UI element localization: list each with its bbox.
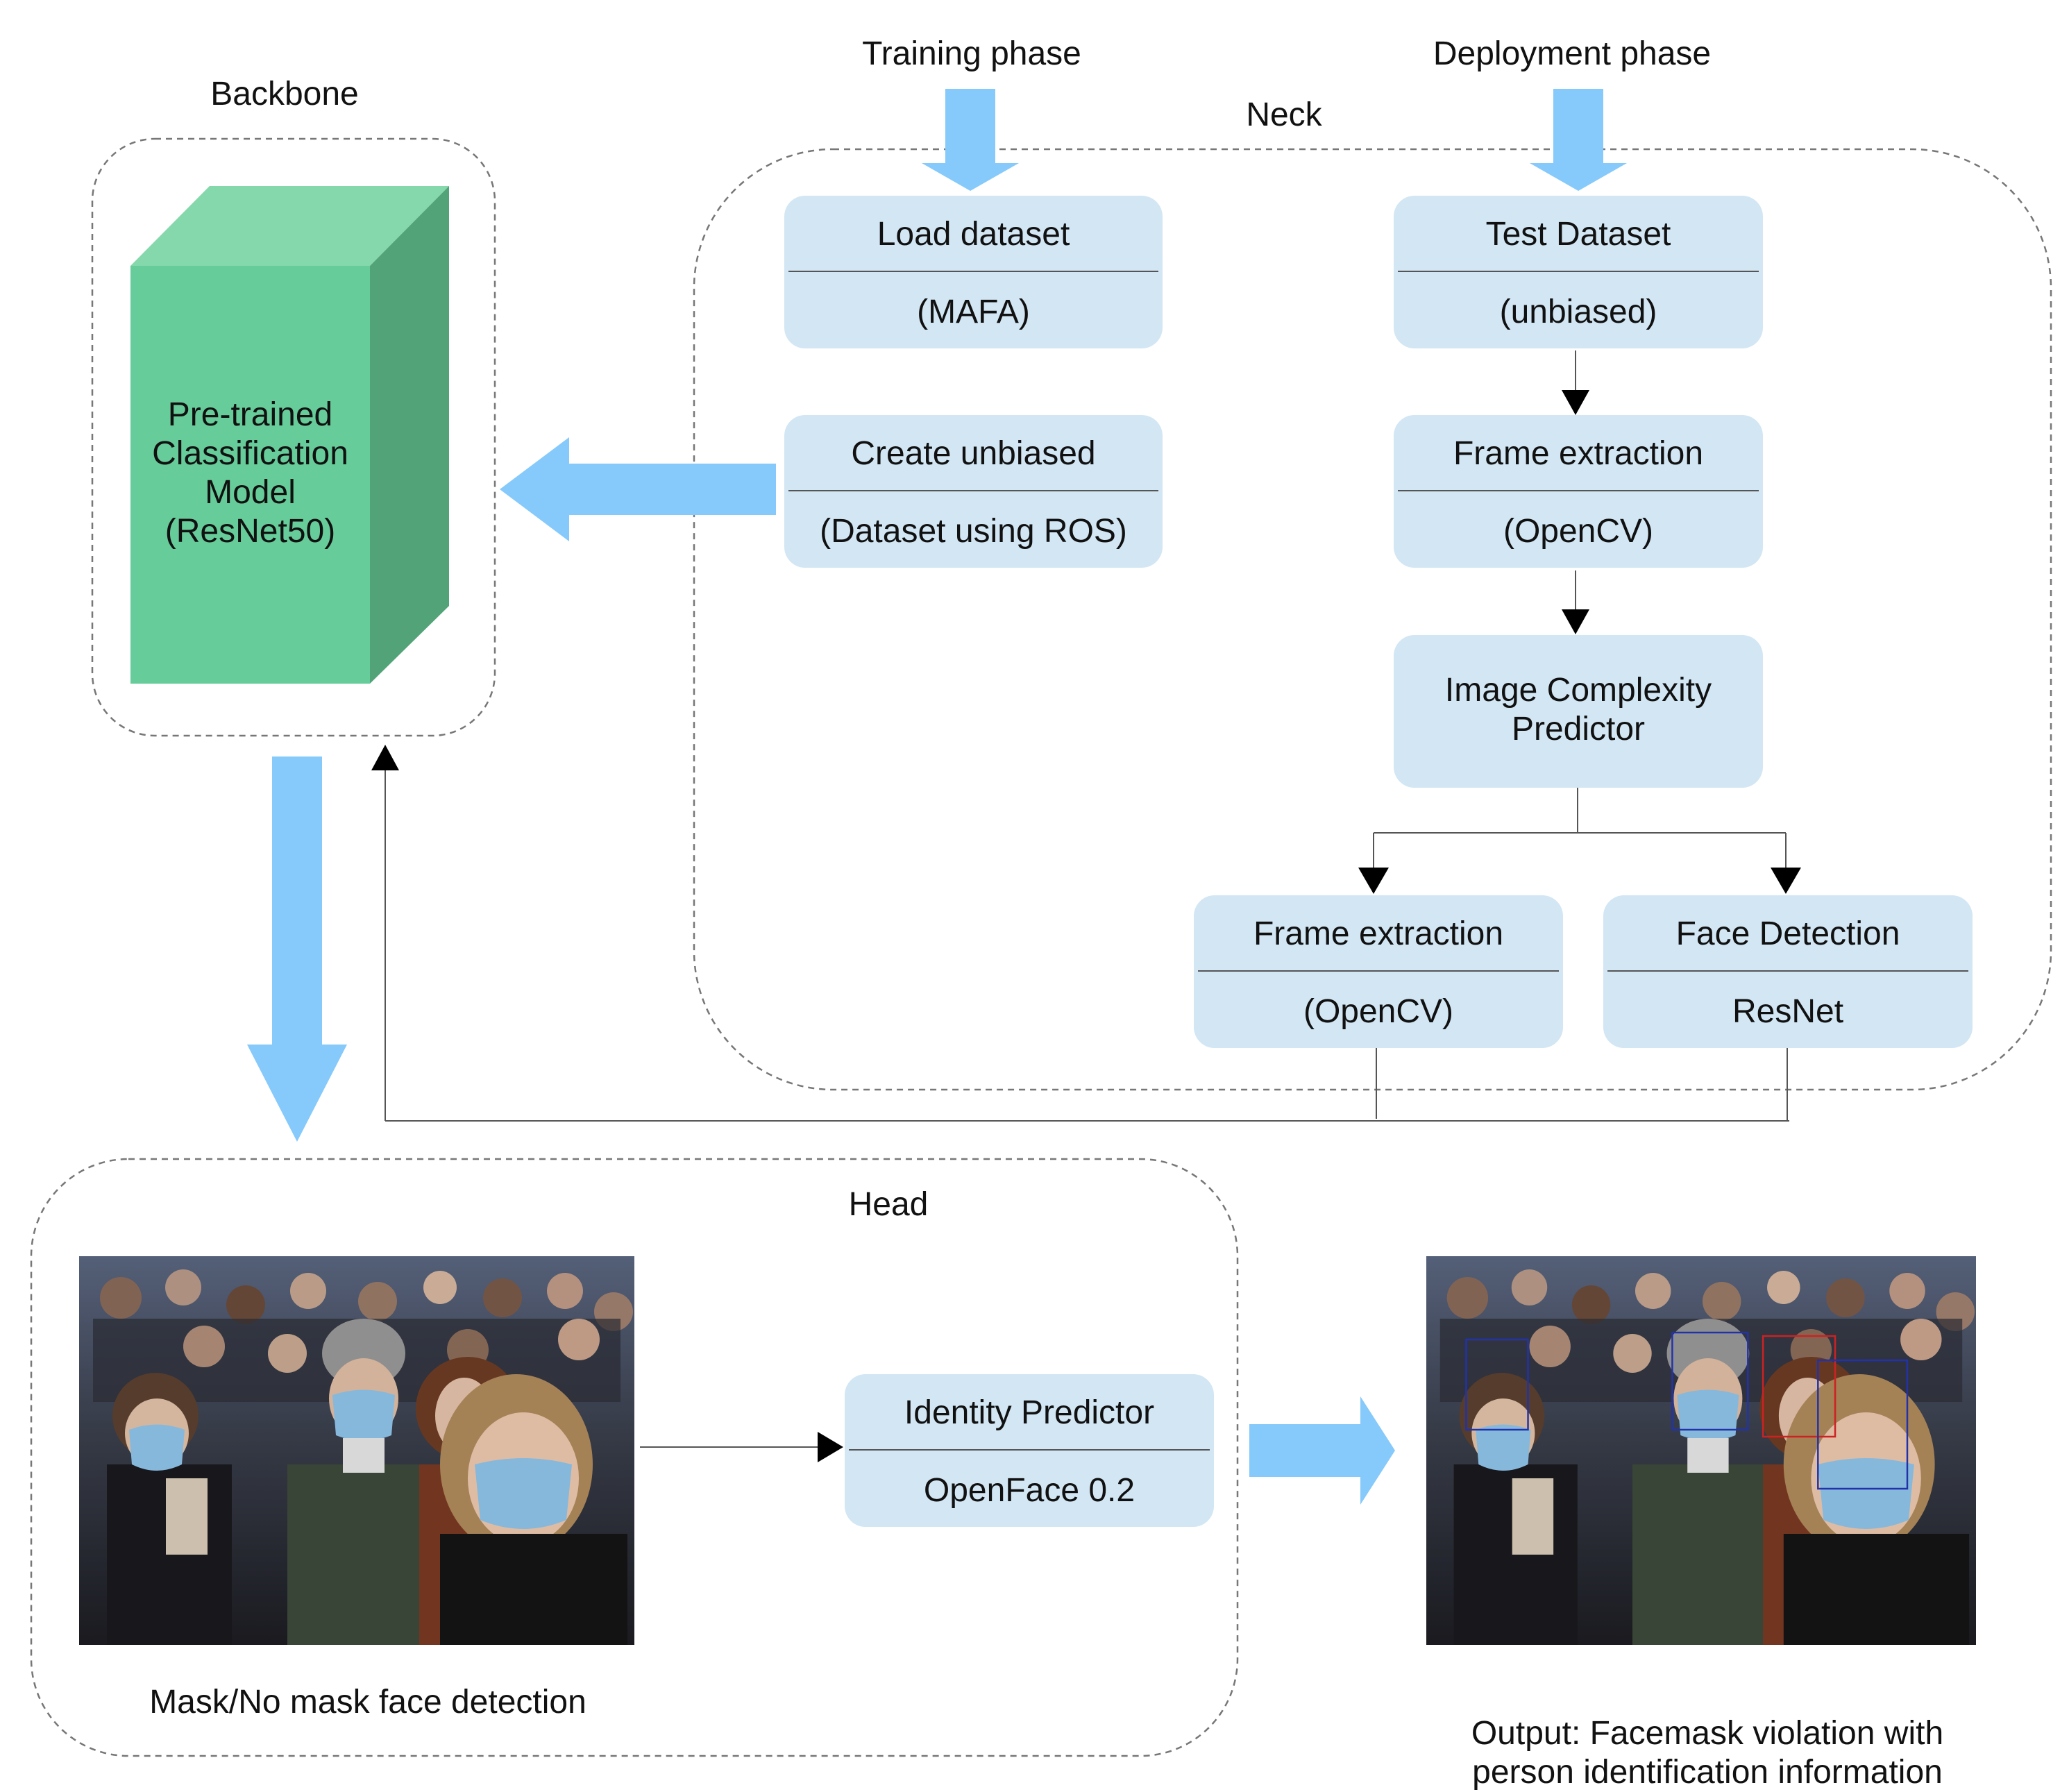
identity-predictor-divider [849,1449,1210,1451]
load-dataset-title: Load dataset [877,216,1070,253]
arrowhead-split-right [1771,868,1801,894]
identity-predictor-subtitle: OpenFace 0.2 [923,1472,1135,1509]
arrowhead-input-to-identity [818,1432,843,1462]
output-caption-line2: person identification information [1472,1754,1943,1791]
cube-front-face [130,266,370,684]
load-dataset-box: Load dataset (MAFA) [784,196,1163,348]
cube-top-face [130,186,449,266]
create-unbiased-divider [788,490,1158,491]
cube-side-face [370,186,449,684]
image-complexity-box: Image Complexity Predictor [1394,635,1763,788]
detection-box-4 [1817,1359,1909,1490]
arrowhead-frame-to-complexity [1562,609,1589,634]
identity-predictor-title: Identity Predictor [904,1394,1155,1431]
image-complexity-line2: Predictor [1511,711,1646,747]
training-down-arrow [922,89,1019,191]
frame-extraction-2-title: Frame extraction [1253,915,1504,952]
backbone-model-label: Pre-trained Classification Model (ResNet… [130,396,370,551]
to-backbone-left-arrow [500,437,776,541]
output-caption: Output: Facemask violation with person i… [1447,1714,1968,1792]
backbone-model-line3: Model [205,474,296,511]
arrowhead-split-left [1358,868,1389,894]
output-crowd-image [1426,1256,1976,1645]
output-caption-line1: Output: Facemask violation with [1471,1715,1944,1752]
load-dataset-divider [788,271,1158,272]
deployment-phase-label: Deployment phase [1433,35,1712,72]
to-output-right-arrow [1249,1396,1395,1505]
detection-box-3 [1762,1335,1836,1438]
create-unbiased-title: Create unbiased [851,435,1096,472]
frame-extraction-box-2: Frame extraction (OpenCV) [1194,895,1563,1048]
arrowhead-feedback-up [371,745,399,770]
identity-predictor-box: Identity Predictor OpenFace 0.2 [845,1374,1214,1527]
image-complexity-line1: Image Complexity [1444,672,1712,709]
test-dataset-box: Test Dataset (unbiased) [1394,196,1763,348]
deployment-down-arrow [1530,89,1627,191]
frame-extraction-2-subtitle: (OpenCV) [1303,993,1454,1030]
detection-box-2 [1671,1331,1749,1431]
create-unbiased-subtitle: (Dataset using ROS) [820,513,1127,550]
backbone-to-head-down-arrow [247,756,347,1142]
test-dataset-divider [1398,271,1759,272]
test-dataset-subtitle: (unbiased) [1499,294,1657,330]
create-unbiased-box: Create unbiased (Dataset using ROS) [784,415,1163,568]
frame-extraction-1-divider [1398,490,1759,491]
backbone-model-line1: Pre-trained [167,396,333,433]
face-detection-box: Face Detection ResNet [1603,895,1973,1048]
input-caption: Mask/No mask face detection [149,1684,586,1721]
backbone-model-line2: Classification [152,435,348,472]
test-dataset-title: Test Dataset [1485,216,1671,253]
face-detection-title: Face Detection [1675,915,1900,952]
input-crowd-image [79,1256,634,1645]
frame-extraction-box-1: Frame extraction (OpenCV) [1394,415,1763,568]
face-detection-divider [1607,970,1968,972]
frame-extraction-1-subtitle: (OpenCV) [1503,513,1654,550]
backbone-container [91,137,496,737]
backbone-model-line4: (ResNet50) [164,513,336,550]
load-dataset-subtitle: (MAFA) [917,294,1030,330]
training-phase-label: Training phase [862,35,1081,72]
face-detection-subtitle: ResNet [1732,993,1844,1030]
detection-box-1 [1465,1338,1529,1431]
head-label: Head [848,1186,929,1223]
head-container [30,1158,1239,1757]
backbone-label: Backbone [210,76,359,112]
frame-extraction-1-title: Frame extraction [1453,435,1704,472]
frame-extraction-2-divider [1198,970,1559,972]
neck-label: Neck [1246,96,1322,133]
arrowhead-test-to-frame [1562,390,1589,415]
